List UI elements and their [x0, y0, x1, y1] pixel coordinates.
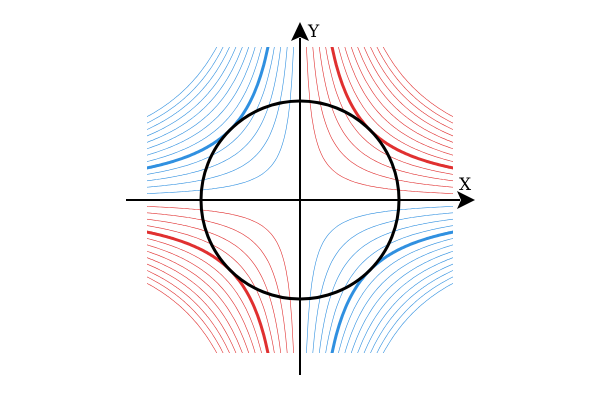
blue-hyperbola-2-q0 — [147, 47, 282, 182]
blue-hyperbola-0-q0 — [147, 47, 294, 194]
blue-hyperbola-10-q0 — [147, 47, 231, 131]
blue-hyperbola-2-q1 — [318, 218, 453, 353]
red-hyperbola-family — [147, 47, 453, 353]
blue-hyperbola-11-q1 — [375, 275, 453, 353]
red-hyperbola-8-q0 — [356, 47, 453, 144]
unit-circle — [199, 99, 401, 301]
blue-hyperbola-3-q1 — [325, 225, 453, 353]
blue-hyperbola-5-q1 — [337, 237, 453, 353]
red-hyperbola-11-q0 — [375, 47, 453, 125]
blue-hyperbola-3-q0 — [147, 47, 275, 175]
red-hyperbola-0-q1 — [147, 206, 294, 353]
blue-hyperbola-12-q0 — [147, 47, 219, 119]
red-hyperbola-8-q1 — [147, 256, 244, 353]
y-axis-arrowhead — [291, 22, 309, 41]
blue-hyperbola-4-q1 — [330, 230, 453, 353]
red-hyperbola-10-q0 — [369, 47, 453, 131]
red-hyperbola-4-q0 — [330, 47, 453, 170]
red-hyperbola-7-q0 — [350, 47, 453, 150]
red-hyperbola-6-q0 — [344, 47, 453, 156]
blue-hyperbola-6-q0 — [147, 47, 256, 156]
red-hyperbola-9-q0 — [362, 47, 453, 138]
red-hyperbola-9-q1 — [147, 262, 238, 353]
blue-hyperbola-1-q0 — [147, 47, 288, 188]
red-hyperbola-1-q1 — [147, 212, 288, 353]
red-hyperbola-3-q1 — [147, 225, 275, 353]
red-hyperbola-5-q0 — [337, 47, 453, 163]
blue-hyperbola-5-q0 — [147, 47, 263, 163]
blue-hyperbola-0-q1 — [306, 206, 453, 353]
red-hyperbola-5-q1 — [147, 237, 263, 353]
red-hyperbola-1-q0 — [312, 47, 453, 188]
red-hyperbola-6-q1 — [147, 244, 256, 353]
blue-hyperbola-12-q1 — [381, 281, 453, 353]
blue-hyperbola-11-q0 — [147, 47, 225, 125]
blue-hyperbola-10-q1 — [369, 269, 453, 353]
blue-hyperbola-7-q1 — [350, 250, 453, 353]
red-hyperbola-7-q1 — [147, 250, 250, 353]
blue-hyperbola-8-q1 — [356, 256, 453, 353]
x-axis-label: X — [459, 175, 472, 195]
red-hyperbola-3-q0 — [325, 47, 453, 175]
red-hyperbola-2-q1 — [147, 218, 282, 353]
blue-hyperbola-family — [147, 47, 453, 353]
x-axis-arrowhead — [457, 191, 475, 209]
blue-hyperbola-8-q0 — [147, 47, 244, 144]
blue-hyperbola-7-q0 — [147, 47, 250, 150]
blue-hyperbola-1-q1 — [312, 212, 453, 353]
blue-hyperbola-6-q1 — [344, 244, 453, 353]
red-hyperbola-11-q1 — [147, 275, 225, 353]
red-hyperbola-12-q1 — [147, 281, 219, 353]
red-hyperbola-10-q1 — [147, 269, 231, 353]
blue-hyperbola-4-q0 — [147, 47, 270, 170]
blue-hyperbola-9-q0 — [147, 47, 238, 138]
red-hyperbola-12-q0 — [381, 47, 453, 119]
blue-hyperbola-9-q1 — [362, 262, 453, 353]
y-axis-label: Y — [307, 22, 320, 42]
red-hyperbola-4-q1 — [147, 230, 270, 353]
red-hyperbola-0-q0 — [306, 47, 453, 194]
red-hyperbola-2-q0 — [318, 47, 453, 182]
